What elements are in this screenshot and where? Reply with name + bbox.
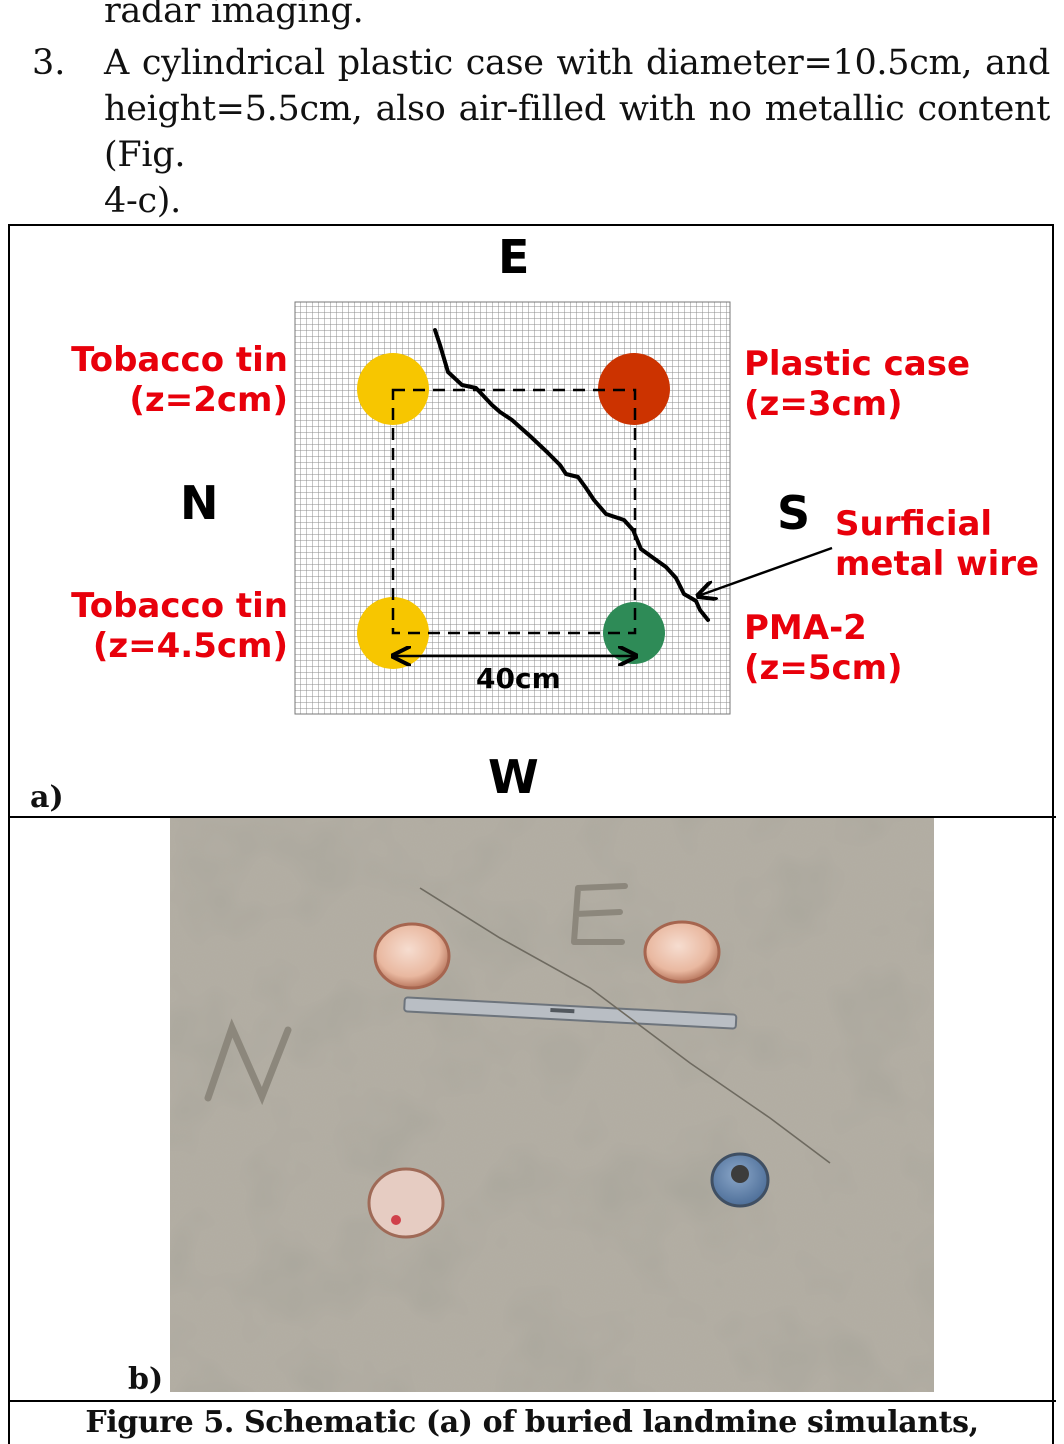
- schematic-diagram: [294, 301, 833, 715]
- soil-patches: [170, 818, 934, 1392]
- label-tobacco-tin-bottom: Tobacco tin (z=4.5cm): [71, 586, 288, 666]
- photo-wire: [419, 887, 831, 1164]
- photo-tin-spot: [391, 1215, 401, 1225]
- direction-west: W: [488, 750, 539, 804]
- label-plastic-case: Plastic case (z=3cm): [744, 344, 971, 424]
- figure-divider-1: [8, 816, 1056, 818]
- item3-line-3: 4-c).: [104, 181, 181, 221]
- photo-ruler: [403, 996, 738, 1030]
- photo-tin-bottom-left: [367, 1167, 445, 1239]
- label-tobacco-tin-top: Tobacco tin (z=2cm): [71, 340, 288, 420]
- panel-b-label: b): [128, 1362, 164, 1397]
- figure-divider-2: [8, 1400, 1056, 1402]
- dashed-square: [391, 388, 637, 635]
- list-number-3: 3.: [32, 43, 66, 83]
- ground-grid: [294, 301, 731, 715]
- direction-south: S: [777, 486, 811, 540]
- label-pma2: PMA-2 (z=5cm): [744, 608, 903, 688]
- spacing-label: 40cm: [476, 662, 561, 695]
- direction-east: E: [498, 230, 530, 284]
- sand-letter-n: [204, 1018, 292, 1106]
- photo-pma2-fuze: [731, 1165, 749, 1183]
- figure-caption: Figure 5. Schematic (a) of buried landmi…: [85, 1405, 979, 1440]
- figure-frame: [8, 224, 1054, 1444]
- photo-tin-top-left: [373, 922, 451, 990]
- surficial-wire: [433, 328, 710, 622]
- text-line-top: radar imaging.: [104, 0, 364, 31]
- list-item-3: A cylindrical plastic case with diameter…: [104, 40, 1050, 224]
- item3-line-2: height=5.5cm, also air-filled with no me…: [104, 89, 1050, 175]
- sand-letter-e: [571, 883, 628, 945]
- direction-north: N: [180, 476, 219, 530]
- field-photo: [170, 818, 934, 1392]
- wire-pointer-arrow: [698, 546, 833, 596]
- panel-a-label: a): [30, 780, 64, 815]
- label-surficial-wire: Surficial metal wire: [835, 504, 1040, 584]
- photo-case-top-right: [643, 920, 721, 984]
- item3-line-1: A cylindrical plastic case with diameter…: [104, 43, 1050, 83]
